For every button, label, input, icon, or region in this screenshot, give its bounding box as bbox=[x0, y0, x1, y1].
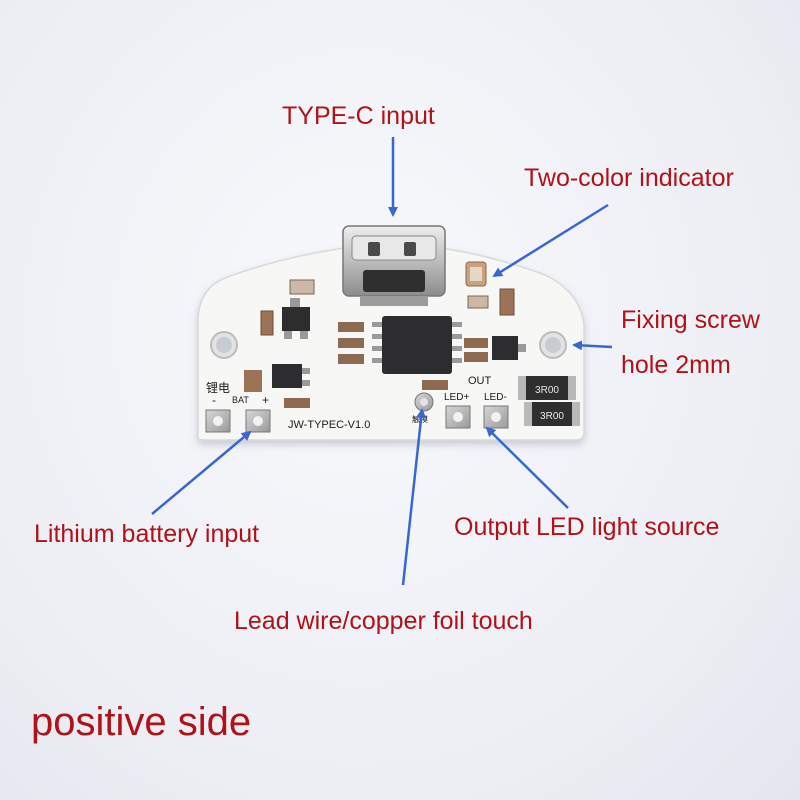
transistor-left-top bbox=[282, 298, 310, 339]
silk-bat-minus: - bbox=[212, 393, 216, 407]
transistor-left-bottom bbox=[272, 364, 310, 388]
battery-pads bbox=[205, 409, 271, 433]
label-fixing-screw: Fixing screw bbox=[621, 306, 760, 334]
arrow-screw-hole bbox=[572, 340, 613, 351]
resistor-code-bottom: 3R00 bbox=[540, 411, 564, 422]
label-screw-hole-size: hole 2mm bbox=[621, 351, 731, 379]
touch-controller-ic bbox=[372, 316, 462, 374]
mounting-hole-left bbox=[210, 331, 238, 359]
transistor-right bbox=[492, 336, 526, 360]
arrow-indicator bbox=[492, 203, 609, 278]
arrow-touch bbox=[401, 408, 427, 586]
mounting-hole-right bbox=[539, 331, 567, 359]
silk-led-plus: LED+ bbox=[444, 392, 469, 403]
resistor-3r00-top: 3R00 bbox=[518, 376, 576, 400]
silk-bat: BAT bbox=[232, 395, 249, 405]
silk-out: OUT bbox=[468, 375, 492, 387]
label-output-led: Output LED light source bbox=[454, 513, 720, 541]
passive-components bbox=[244, 279, 515, 408]
arrow-led-output bbox=[485, 426, 569, 509]
silk-led-minus: LED- bbox=[484, 392, 507, 403]
resistor-3r00-bottom: 3R00 bbox=[524, 402, 580, 426]
caption-positive-side: positive side bbox=[31, 700, 252, 744]
silk-bat-plus: + bbox=[262, 393, 269, 407]
label-lithium-battery-input: Lithium battery input bbox=[34, 520, 260, 548]
label-two-color-indicator: Two-color indicator bbox=[524, 164, 734, 192]
silk-cn-battery: 锂电 bbox=[206, 380, 230, 395]
usb-type-c-connector bbox=[342, 225, 446, 306]
resistor-code-top: 3R00 bbox=[535, 385, 559, 396]
arrow-battery bbox=[151, 430, 252, 515]
label-type-c-input: TYPE-C input bbox=[282, 102, 435, 130]
touch-pad-via bbox=[414, 392, 434, 412]
board-model-text: JW-TYPEC-V1.0 bbox=[288, 419, 370, 431]
label-touch-lead: Lead wire/copper foil touch bbox=[234, 607, 533, 635]
two-color-led bbox=[465, 261, 487, 287]
